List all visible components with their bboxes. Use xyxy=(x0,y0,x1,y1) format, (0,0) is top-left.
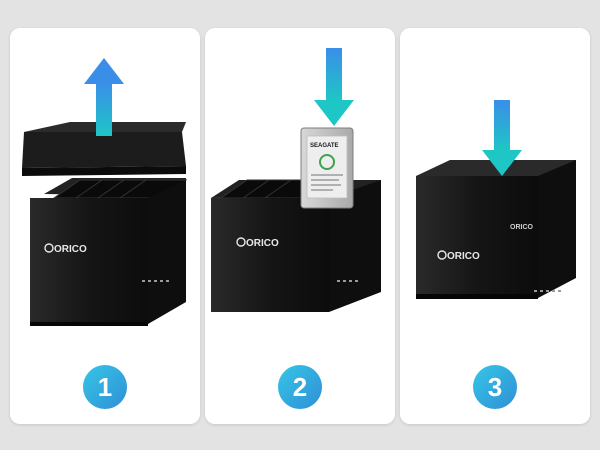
led-indicators xyxy=(534,290,561,292)
enclosure-lid xyxy=(22,122,186,176)
step-panel-2: ORICO SEAGATE 2 xyxy=(205,28,395,424)
step-number-badge: 2 xyxy=(278,365,322,409)
drive-brand-label: SEAGATE xyxy=(310,143,339,149)
orico-logo-mark xyxy=(236,237,246,247)
orico-logo: ORICO xyxy=(447,251,480,262)
hard-drive: SEAGATE xyxy=(300,127,354,209)
orico-logo-mark xyxy=(437,250,447,260)
orico-logo-mark xyxy=(44,243,54,253)
orico-logo: ORICO xyxy=(246,238,279,249)
led-indicators xyxy=(142,280,169,282)
step-number-badge: 1 xyxy=(83,365,127,409)
enclosure-closed: ORICO ORICO xyxy=(416,160,576,299)
arrow-up-icon xyxy=(84,58,124,136)
arrow-down-icon xyxy=(482,100,522,176)
step-2-illustration: ORICO SEAGATE xyxy=(211,48,381,312)
orico-logo: ORICO xyxy=(54,244,87,255)
step-3-illustration: ORICO ORICO xyxy=(416,100,576,299)
step-panel-3: ORICO ORICO 3 xyxy=(400,28,590,424)
arrow-down-icon xyxy=(314,48,354,126)
orico-logo-side: ORICO xyxy=(510,224,534,231)
led-indicators xyxy=(337,280,358,282)
step-1-illustration: ORICO xyxy=(22,58,188,326)
step-number-badge: 3 xyxy=(473,365,517,409)
enclosure-body: ORICO xyxy=(211,179,381,312)
enclosure-body: ORICO xyxy=(30,178,188,326)
step-panel-1: ORICO 1 xyxy=(10,28,200,424)
